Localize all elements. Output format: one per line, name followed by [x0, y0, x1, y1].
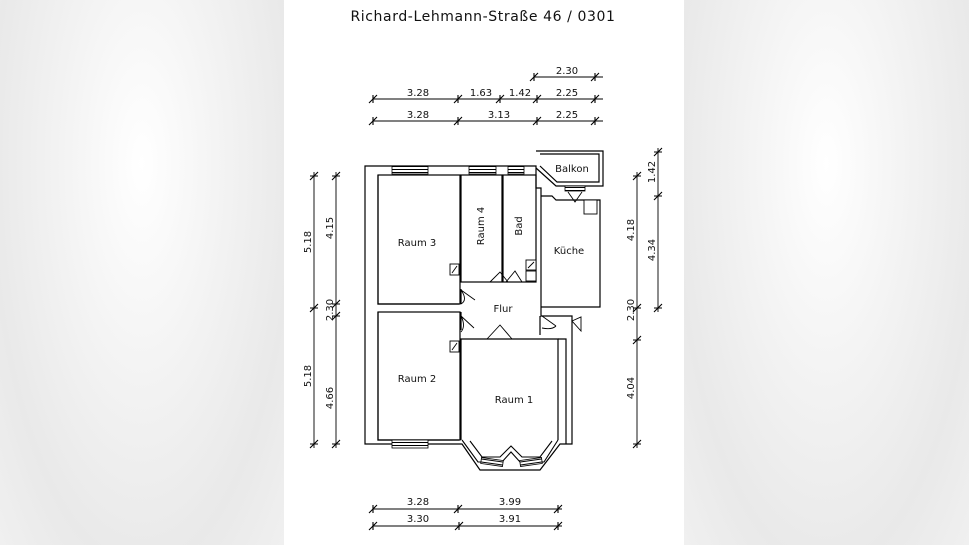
vent-symbols	[449, 199, 598, 353]
walls	[364, 150, 604, 471]
dim-left-inner-0: 4.15	[325, 217, 336, 239]
label-raum1: Raum 1	[495, 395, 533, 406]
dim-top-r2-3: 2.25	[556, 88, 578, 99]
label-balkon: Balkon	[555, 164, 589, 175]
wall-balkon-inner	[539, 153, 600, 183]
door-raum1	[486, 324, 513, 340]
window-balkon-door	[564, 185, 586, 192]
doors	[460, 191, 583, 340]
label-bad: Bad	[514, 216, 525, 235]
door-bad	[505, 270, 523, 283]
dim-right-inner-2: 4.04	[626, 377, 637, 399]
dim-right-outer-0: 1.42	[647, 161, 658, 183]
door-entrance	[571, 316, 582, 333]
plan-title: Richard-Lehmann-Straße 46 / 0301	[350, 9, 615, 25]
windows	[391, 165, 586, 467]
plan-sheet	[284, 0, 684, 545]
label-raum3: Raum 3	[398, 238, 436, 249]
label-raum2: Raum 2	[398, 374, 436, 385]
shaft-bad-icon	[525, 270, 537, 282]
window-bay-right	[519, 457, 543, 467]
background-right	[684, 0, 969, 545]
room-labels: Raum 3 Raum 4 Bad Küche Balkon Flur Raum…	[398, 164, 589, 406]
dim-top-r2-1: 1.63	[470, 88, 492, 99]
inner-wall-left	[377, 175, 459, 441]
dim-right-inner-0: 4.18	[626, 219, 637, 241]
wall-raum3	[377, 174, 461, 305]
dim-bottom-r2-0: 3.30	[407, 514, 429, 525]
door-raum2	[460, 315, 475, 333]
wall-bad	[502, 174, 537, 283]
dimension-ticks	[309, 72, 663, 531]
label-raum4: Raum 4	[476, 207, 487, 245]
door-raum4	[489, 271, 509, 283]
wall-kueche	[541, 195, 601, 308]
wall-flur	[460, 289, 567, 444]
label-kueche: Küche	[554, 246, 584, 257]
label-flur: Flur	[494, 304, 514, 315]
dim-top-r3-1: 3.13	[488, 110, 510, 121]
door-kueche	[541, 315, 557, 330]
bay-window	[461, 439, 559, 463]
dim-top-r3-2: 2.25	[556, 110, 578, 121]
dim-bottom-r1-0: 3.28	[407, 497, 429, 508]
dim-left-outer-0: 5.18	[303, 231, 314, 253]
vent-kueche-icon	[583, 199, 598, 215]
door-balkon	[567, 191, 583, 203]
dim-left-inner-1: 2.30	[325, 299, 336, 321]
window-raum4	[468, 165, 497, 175]
window-raum2	[391, 439, 429, 449]
dim-left-inner-2: 4.66	[325, 387, 336, 409]
dim-top-r2-2: 1.42	[509, 88, 531, 99]
dim-left-outer-1: 5.18	[303, 365, 314, 387]
window-bay-left	[480, 457, 504, 467]
dimension-labels: 2.30 3.28 1.63 1.42 2.25 3.28 3.13 2.25 …	[303, 66, 658, 525]
dim-right-outer-1: 4.34	[647, 239, 658, 261]
window-raum3	[391, 165, 429, 175]
door-raum3	[460, 289, 476, 305]
window-bad	[507, 165, 525, 175]
dimension-lines	[313, 76, 659, 527]
dim-bottom-r1-1: 3.99	[499, 497, 521, 508]
outer-wall	[364, 165, 573, 471]
wall-raum4	[460, 174, 503, 283]
dim-top-r2-0: 3.28	[407, 88, 429, 99]
dim-top-r1-0: 2.30	[556, 66, 578, 77]
dim-top-r3-0: 3.28	[407, 110, 429, 121]
wall-raum1	[460, 338, 559, 440]
wall-balkon	[535, 150, 604, 187]
dim-right-inner-1: 2.30	[626, 299, 637, 321]
dim-bottom-r2-1: 3.91	[499, 514, 521, 525]
background-left	[0, 0, 284, 545]
